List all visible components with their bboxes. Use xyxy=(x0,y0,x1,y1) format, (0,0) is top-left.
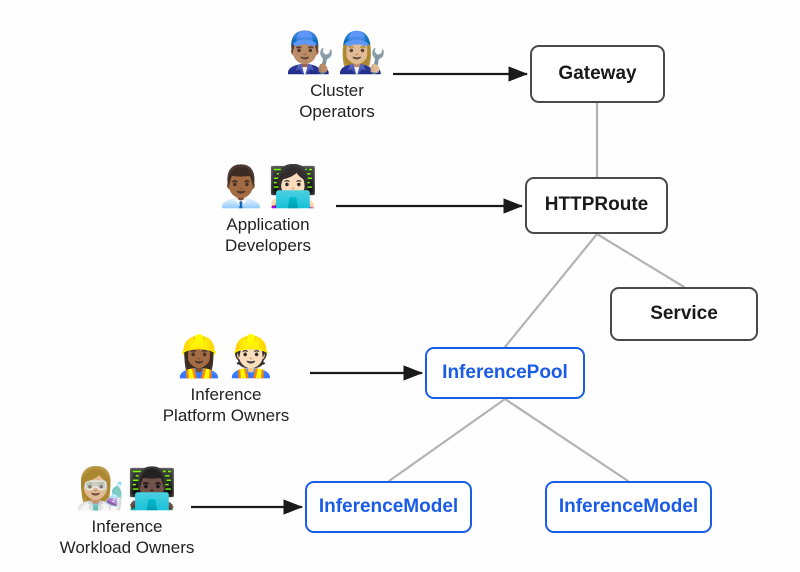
persona-label-inference-workload-owners: Inference Workload Owners xyxy=(59,517,195,558)
persona-avatars-icon-inference-workload-owners: 👩🏼‍🔬👨🏿‍💻 xyxy=(75,467,179,511)
node-label-httproute: HTTPRoute xyxy=(544,194,649,216)
persona-label-cluster-operators: Cluster Operators xyxy=(299,81,375,122)
node-label-inferencemodel2: InferenceModel xyxy=(558,495,699,517)
node-label-inferencepool: InferencePool xyxy=(442,361,568,383)
connector-httproute-service xyxy=(595,232,686,289)
persona-arrows xyxy=(191,66,529,515)
node-label-gateway: Gateway xyxy=(558,62,637,84)
node-service[interactable]: Service xyxy=(610,287,758,341)
node-label-service: Service xyxy=(650,302,718,324)
persona-inference-platform-owners: 👷🏾‍♀️👷🏻 Inference Platform Owners xyxy=(121,332,331,427)
persona-application-developers: 👨🏾‍💼👩🏻‍💻 Application Developers xyxy=(163,162,373,257)
persona-avatars-icon-application-developers: 👨🏾‍💼👩🏻‍💻 xyxy=(216,165,320,209)
persona-inference-workload-owners: 👩🏼‍🔬👨🏿‍💻 Inference Workload Owners xyxy=(22,464,232,559)
persona-cluster-operators: 👨🏽‍🔧👩🏼‍🔧 Cluster Operators xyxy=(232,28,442,123)
node-httproute[interactable]: HTTPRoute xyxy=(525,177,668,234)
connector-pool-model-left xyxy=(387,397,507,483)
persona-avatars-icon-cluster-operators: 👨🏽‍🔧👩🏼‍🔧 xyxy=(285,31,389,75)
node-inferencemodel2[interactable]: InferenceModel xyxy=(545,481,712,533)
persona-avatars-icon-inference-platform-owners: 👷🏾‍♀️👷🏻 xyxy=(174,335,278,379)
persona-label-application-developers: Application Developers xyxy=(225,215,311,256)
node-inferencemodel1[interactable]: InferenceModel xyxy=(305,481,472,533)
node-gateway[interactable]: Gateway xyxy=(530,45,665,103)
connector-pool-model-right xyxy=(503,397,630,483)
node-inferencepool[interactable]: InferencePool xyxy=(425,347,585,399)
persona-label-inference-platform-owners: Inference Platform Owners xyxy=(162,385,290,426)
node-label-inferencemodel1: InferenceModel xyxy=(318,495,459,517)
connector-httproute-inferencepool xyxy=(503,232,599,349)
